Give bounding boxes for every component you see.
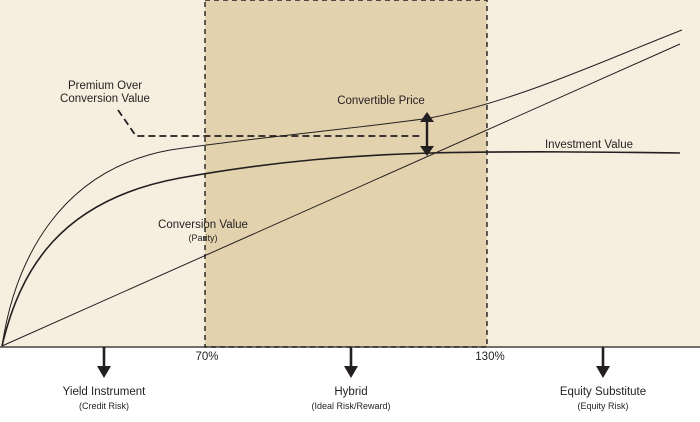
premium-label-line2: Conversion Value xyxy=(60,93,150,105)
hybrid-zone xyxy=(204,0,488,348)
yield-instrument-subtitle: (Credit Risk) xyxy=(79,401,129,411)
equity-substitute-subtitle: (Equity Risk) xyxy=(577,401,628,411)
conversion-value-sublabel: (Parity) xyxy=(189,233,218,243)
tick-label-70: 70% xyxy=(195,351,218,363)
convertible-price-curve xyxy=(1,29,683,347)
investment-value-curve xyxy=(1,151,681,347)
hybrid-title: Hybrid xyxy=(334,386,367,398)
conversion-value-line xyxy=(1,43,681,347)
premium-double-arrow xyxy=(420,112,434,156)
equity-substitute-arrow-icon xyxy=(596,347,610,378)
investment-value-label: Investment Value xyxy=(545,139,633,151)
convertible-price-label: Convertible Price xyxy=(337,95,425,107)
hybrid-subtitle: (Ideal Risk/Reward) xyxy=(311,401,390,411)
equity-substitute-title: Equity Substitute xyxy=(560,386,646,398)
tick-label-130: 130% xyxy=(475,351,504,363)
premium-label-line1: Premium Over xyxy=(68,80,142,92)
premium-leader-line xyxy=(117,109,420,137)
yield-instrument-title: Yield Instrument xyxy=(63,386,146,398)
hybrid-arrow-icon xyxy=(344,347,358,378)
yield-instrument-arrow-icon xyxy=(97,347,111,378)
conversion-value-label: Conversion Value xyxy=(158,219,248,231)
